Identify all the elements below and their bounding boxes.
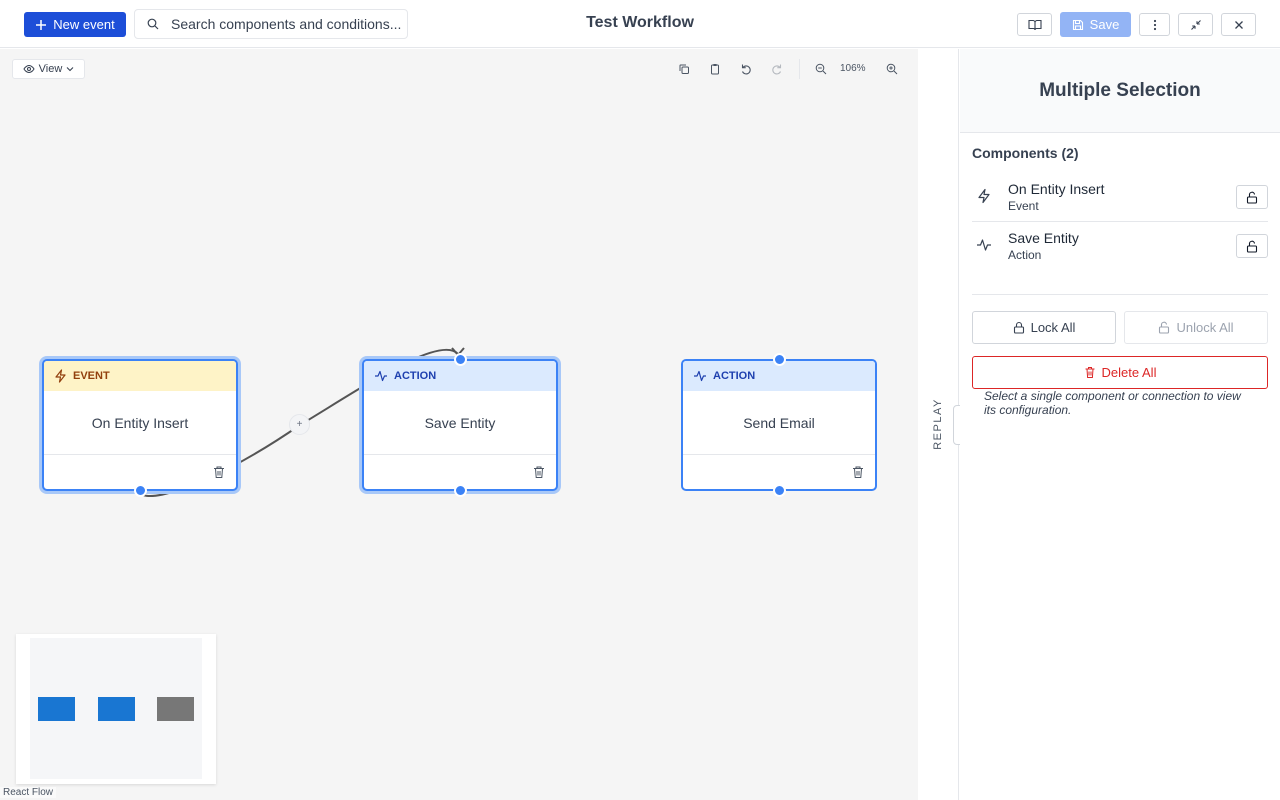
trash-icon xyxy=(1085,367,1095,378)
more-vertical-icon xyxy=(1153,19,1156,30)
lightning-icon xyxy=(978,188,990,204)
react-flow-attribution[interactable]: React Flow xyxy=(0,787,57,798)
delete-all-button[interactable]: Delete All xyxy=(972,356,1268,389)
components-heading: Components (2) xyxy=(972,145,1079,161)
new-event-button[interactable]: New event xyxy=(24,12,126,37)
minimap-node xyxy=(157,697,194,721)
unlock-toggle-button[interactable] xyxy=(1236,234,1268,258)
clipboard-icon xyxy=(711,64,719,75)
zoom-out-icon xyxy=(815,63,827,75)
component-item[interactable]: On Entity Insert Event xyxy=(972,173,1268,222)
unlock-all-label: Unlock All xyxy=(1176,320,1234,335)
minimap-node xyxy=(38,697,75,721)
unlock-toggle-button[interactable] xyxy=(1236,185,1268,209)
lightning-icon xyxy=(55,369,66,383)
save-button[interactable]: Save xyxy=(1060,12,1131,37)
close-button[interactable] xyxy=(1221,13,1256,36)
node-save-entity[interactable]: ACTION Save Entity xyxy=(362,353,558,497)
toolbar-divider xyxy=(799,59,800,79)
top-bar: New event Test Workflow Save xyxy=(0,0,1280,48)
node-header: ACTION xyxy=(683,361,875,391)
trash-icon[interactable] xyxy=(212,465,226,479)
zoom-out-button[interactable] xyxy=(813,61,829,77)
save-label: Save xyxy=(1089,17,1120,32)
delete-all-label: Delete All xyxy=(1101,365,1157,380)
activity-icon xyxy=(694,370,706,382)
node-header: EVENT xyxy=(44,361,236,391)
node-kind: ACTION xyxy=(713,370,756,382)
activity-icon xyxy=(977,239,991,251)
view-label: View xyxy=(38,63,63,75)
activity-icon xyxy=(375,370,387,382)
unlock-icon xyxy=(1246,240,1258,253)
node-label: On Entity Insert xyxy=(44,391,236,455)
trash-icon[interactable] xyxy=(851,465,865,479)
input-handle[interactable] xyxy=(454,353,467,366)
edge-add-button[interactable]: + xyxy=(289,414,310,435)
component-name: Save Entity xyxy=(1008,230,1079,246)
plus-icon xyxy=(36,19,47,30)
undo-button[interactable] xyxy=(738,61,754,77)
copy-icon xyxy=(679,64,689,74)
component-type: Action xyxy=(1008,248,1042,262)
component-name: On Entity Insert xyxy=(1008,181,1105,197)
zoom-in-icon xyxy=(886,63,898,75)
eye-icon xyxy=(23,64,35,74)
panel-title: Multiple Selection xyxy=(960,49,1280,133)
output-handle[interactable] xyxy=(134,484,147,497)
properties-panel: Multiple Selection Components (2) On Ent… xyxy=(960,49,1280,800)
search-icon xyxy=(147,18,159,30)
minimap-viewport xyxy=(30,638,202,779)
divider xyxy=(972,221,1268,222)
node-kind: ACTION xyxy=(394,370,437,382)
minimap[interactable] xyxy=(16,634,216,784)
search-input[interactable] xyxy=(171,16,401,32)
zoom-level: 106% xyxy=(840,63,866,74)
close-icon xyxy=(1234,20,1243,29)
undo-icon xyxy=(741,64,751,75)
chevron-down-icon xyxy=(66,67,74,72)
node-label: Save Entity xyxy=(364,391,556,455)
node-footer xyxy=(364,455,556,489)
unlock-icon xyxy=(1246,191,1258,204)
lock-icon xyxy=(1013,321,1024,334)
redo-icon xyxy=(772,64,782,75)
search-box[interactable] xyxy=(134,9,408,39)
node-label: Send Email xyxy=(683,391,875,455)
selection-hint: Select a single component or connection … xyxy=(984,389,1241,417)
copy-button[interactable] xyxy=(676,61,692,77)
component-item[interactable]: Save Entity Action xyxy=(972,222,1268,271)
replay-strip[interactable]: REPLAY xyxy=(918,49,964,800)
node-footer xyxy=(683,455,875,489)
trash-icon[interactable] xyxy=(532,465,546,479)
lock-all-label: Lock All xyxy=(1030,320,1076,335)
component-type: Event xyxy=(1008,199,1039,213)
docs-button[interactable] xyxy=(1017,13,1052,36)
output-handle[interactable] xyxy=(773,484,786,497)
more-options-button[interactable] xyxy=(1139,13,1170,36)
node-kind: EVENT xyxy=(73,370,110,382)
divider xyxy=(972,294,1268,295)
book-open-icon xyxy=(1027,19,1042,30)
save-icon xyxy=(1072,19,1083,30)
view-dropdown[interactable]: View xyxy=(12,59,85,79)
node-send-email[interactable]: ACTION Send Email xyxy=(681,353,877,497)
lock-all-button[interactable]: Lock All xyxy=(972,311,1116,344)
redo-button[interactable] xyxy=(769,61,785,77)
replay-label: REPLAY xyxy=(932,398,944,450)
unlock-icon xyxy=(1159,321,1170,334)
output-handle[interactable] xyxy=(454,484,467,497)
input-handle[interactable] xyxy=(773,353,786,366)
minimize-button[interactable] xyxy=(1178,13,1213,36)
flow-canvas[interactable]: View 106% + EVENT On Entity Insert xyxy=(0,49,918,800)
minimize-icon xyxy=(1190,19,1201,30)
zoom-in-button[interactable] xyxy=(884,61,900,77)
minimap-node xyxy=(98,697,135,721)
paste-button[interactable] xyxy=(707,61,723,77)
node-header: ACTION xyxy=(364,361,556,391)
new-event-label: New event xyxy=(53,17,115,32)
node-footer xyxy=(44,455,236,489)
unlock-all-button[interactable]: Unlock All xyxy=(1124,311,1268,344)
node-on-entity-insert[interactable]: EVENT On Entity Insert xyxy=(42,359,238,497)
